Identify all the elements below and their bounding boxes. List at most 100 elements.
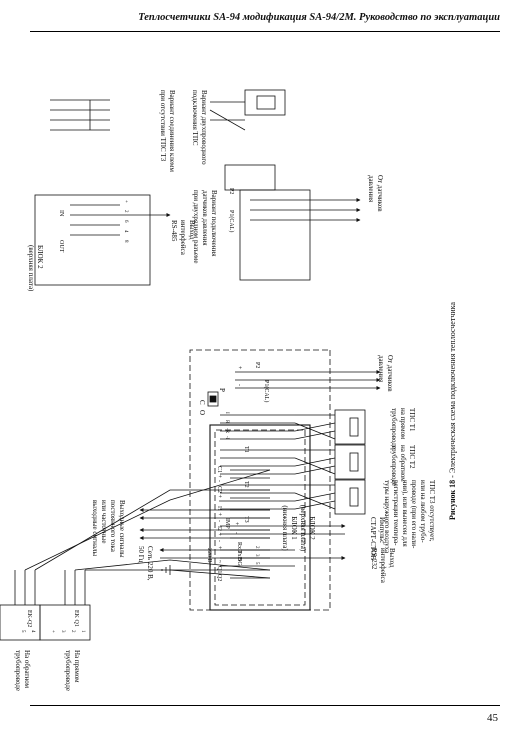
block1-terminals: Q1 Q2 C1 + - C2 + - I1 + - I2 + - + bbox=[139, 466, 270, 581]
rs485-in: IN bbox=[58, 210, 64, 217]
eq2-t5: 5 bbox=[20, 630, 25, 633]
block2-subtitle: (верхняя плата) bbox=[299, 505, 307, 552]
tps3-label-5: регистрации темпера- bbox=[392, 480, 400, 546]
flow-wiring bbox=[24, 469, 271, 579]
pressure-plus: + bbox=[236, 366, 242, 370]
rs485-n4: 4 bbox=[123, 230, 128, 233]
pressure-mid-label-1: От датчиков bbox=[386, 355, 394, 392]
two-wire-label-1: Вариант двухпроводного bbox=[200, 90, 208, 165]
footer-rule bbox=[30, 705, 500, 706]
t1-ii: -I bbox=[224, 436, 229, 440]
pco-switch: P C O bbox=[198, 388, 226, 415]
rs485-block-title: БЛОК 2 bbox=[36, 245, 44, 269]
imp-label: IMP bbox=[224, 518, 230, 529]
tps3-label-6: туры наружного воздуха bbox=[383, 480, 391, 554]
switch-o-label: O bbox=[198, 410, 206, 415]
pressure-var-2: датчиков давления bbox=[201, 190, 209, 246]
txd-label: TxD bbox=[236, 550, 242, 562]
tps2-label-1: ТПС Т2 bbox=[408, 445, 416, 469]
out-signals-4: выходные сигналы bbox=[91, 500, 99, 557]
pressure-top-label-2: давления bbox=[367, 175, 375, 203]
b1-c1: C1 + bbox=[216, 466, 222, 479]
eq1-loc-2: трубопроводе bbox=[64, 650, 72, 691]
eq1-t3: 3 bbox=[60, 630, 65, 633]
flow-meters: EK Q1 EK-Q2 1 2 3 + 4 5 bbox=[0, 570, 91, 641]
tps3-label-3: проводе (при его нали- bbox=[410, 480, 418, 549]
no-t3-label-1: Вариант соединения клемм bbox=[168, 90, 176, 172]
var-p1: P1(CAL) bbox=[228, 210, 235, 232]
tps2-label-2: на обратном bbox=[399, 445, 407, 482]
rs485-out: OUT bbox=[58, 240, 64, 253]
tps1-label-2: на прямом bbox=[399, 408, 407, 440]
eq2-t4: 4 bbox=[30, 630, 35, 633]
page-number: 45 bbox=[487, 712, 498, 724]
var-p2: P2 bbox=[228, 188, 234, 194]
pressure-mid-label-2: давления bbox=[377, 355, 385, 383]
p2-term: P2 bbox=[254, 362, 260, 368]
sg-label: SG bbox=[236, 558, 242, 566]
eq1-plus: + bbox=[50, 630, 55, 633]
block2-temp-terminals: T1 T2 T3 I R -R -I bbox=[220, 412, 295, 523]
rs485-label-3: RS-485 bbox=[170, 220, 178, 242]
caption-rest: - Электрическая схема подключения теплос… bbox=[448, 302, 457, 480]
pressure-top-label-1: От датчиков bbox=[376, 175, 384, 212]
eq1-t1: 1 bbox=[80, 630, 85, 633]
rs232-label-1: Выход bbox=[388, 548, 396, 568]
eq1-label: EK Q1 bbox=[73, 610, 79, 627]
b1-c2b: - bbox=[216, 500, 222, 502]
rs-n2: 2 bbox=[254, 546, 259, 549]
imp-minus: - bbox=[233, 532, 239, 534]
block2: БЛОК 2 (верхняя плата) bbox=[189, 349, 331, 611]
eq1-t2: 2 bbox=[70, 630, 75, 633]
rs485-block: БЛОК 2 (верхняя плата) IN OUT + 2 6 4 8 bbox=[27, 194, 171, 292]
tps-sensors bbox=[294, 409, 366, 515]
eq2-loc-1: На обратном bbox=[23, 650, 31, 689]
rs232-label-2: интерфейса bbox=[379, 548, 387, 584]
switch-p-label: P bbox=[218, 388, 226, 392]
switch-c-label: C bbox=[198, 400, 206, 405]
rs232-label-3: RS-232 bbox=[370, 548, 378, 570]
eq2-loc-2: трубопроводе bbox=[14, 650, 22, 691]
tps1-label-1: ТПС Т1 bbox=[408, 408, 416, 432]
b1-i2b: - bbox=[216, 540, 222, 542]
header-rule bbox=[30, 31, 500, 32]
rs485-block-subtitle: (верхняя плата) bbox=[27, 245, 35, 292]
two-wire-variant bbox=[209, 89, 286, 191]
block2-title: БЛОК 2 bbox=[308, 516, 316, 540]
rs-n5: 5 bbox=[254, 562, 259, 565]
rs485-n8: 8 bbox=[123, 240, 128, 243]
pressure-var-1: Вариант подключения bbox=[210, 190, 218, 257]
b1-c2: C2 + bbox=[216, 486, 222, 499]
svg-text:Рисунок 18 - Электрическая схе: Рисунок 18 - Электрическая схема подключ… bbox=[448, 302, 457, 520]
b1-c1b: - bbox=[216, 480, 222, 482]
pressure-minus: - bbox=[236, 384, 242, 386]
t1-name: T1 bbox=[243, 446, 249, 453]
t2-name: T2 bbox=[243, 481, 249, 488]
block1-subtitle: (нижняя плата) bbox=[281, 505, 289, 551]
p1-term: P1(CAL) bbox=[263, 380, 270, 402]
start-stop-label-2: СТАРТ-СТОП bbox=[369, 517, 377, 560]
mains-2: 50 Гц bbox=[137, 546, 145, 563]
start-stop-label-1: Импульс bbox=[378, 517, 386, 543]
pressure-var-3: при двухрядном разъеме bbox=[192, 190, 200, 263]
pressure-variant: P2 P1(CAL) bbox=[228, 188, 361, 281]
rs485-label-2: интерфейса bbox=[179, 220, 187, 256]
b1-i1: I1 + bbox=[216, 506, 222, 516]
out-signals-3: или частотные bbox=[100, 500, 108, 543]
two-wire-label-2: подключения ТПС bbox=[191, 90, 199, 146]
header-title: Теплосчетчики SA-94 модификация SA-94/2M… bbox=[138, 12, 500, 23]
rxd-label: RxD bbox=[236, 542, 242, 554]
caption-bold: Рисунок 18 bbox=[448, 480, 457, 520]
rs-n3: 3 bbox=[254, 554, 259, 557]
block2-pressure-terminals: P2 P1(CAL) + - bbox=[235, 362, 381, 402]
imp-plus: + bbox=[233, 522, 239, 526]
eq2-label: EK-Q2 bbox=[26, 610, 32, 627]
b1-i2: I2 + bbox=[216, 526, 222, 536]
rs485-n6: 6 bbox=[123, 220, 128, 223]
mains-1: Сеть 220 В, bbox=[146, 546, 154, 581]
imp-rs232: IMP + - RxD TxD SG 2 3 5 bbox=[220, 518, 346, 567]
tps2-label-3: трубопроводе bbox=[390, 445, 398, 486]
b1-pwr-minus: ~ bbox=[216, 560, 222, 564]
rs485-n-plus: + bbox=[123, 200, 128, 203]
